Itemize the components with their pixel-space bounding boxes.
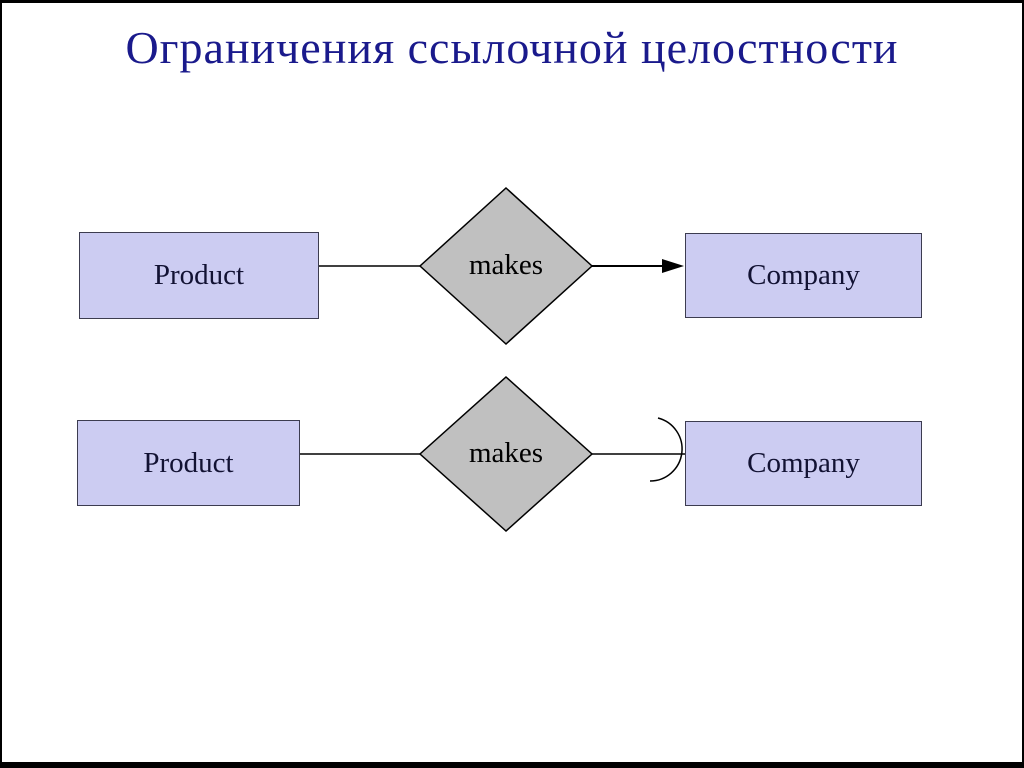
relationship-label-row2: makes	[468, 437, 544, 469]
bottom-bar	[2, 762, 1022, 768]
relationship-label-row1: makes	[468, 249, 544, 281]
entity-label: Company	[747, 447, 860, 479]
entity-label: Product	[143, 446, 234, 479]
entity-label: Product	[153, 259, 245, 291]
entity-company-row2: Company	[685, 421, 922, 506]
arc-terminator-icon	[649, 417, 683, 482]
entity-company-row1: Company	[685, 233, 922, 318]
slide-title: Ограничения ссылочной целостности	[125, 22, 899, 73]
arrowhead-icon	[662, 259, 684, 273]
entity-product-row2: Product	[77, 420, 300, 506]
relationship-diamond-2	[418, 375, 594, 533]
entity-label: Company	[747, 259, 860, 291]
relationship-diamond-1	[418, 186, 594, 346]
er-diagram-canvas	[300, 186, 685, 533]
entity-product-row1: Product	[79, 232, 319, 319]
